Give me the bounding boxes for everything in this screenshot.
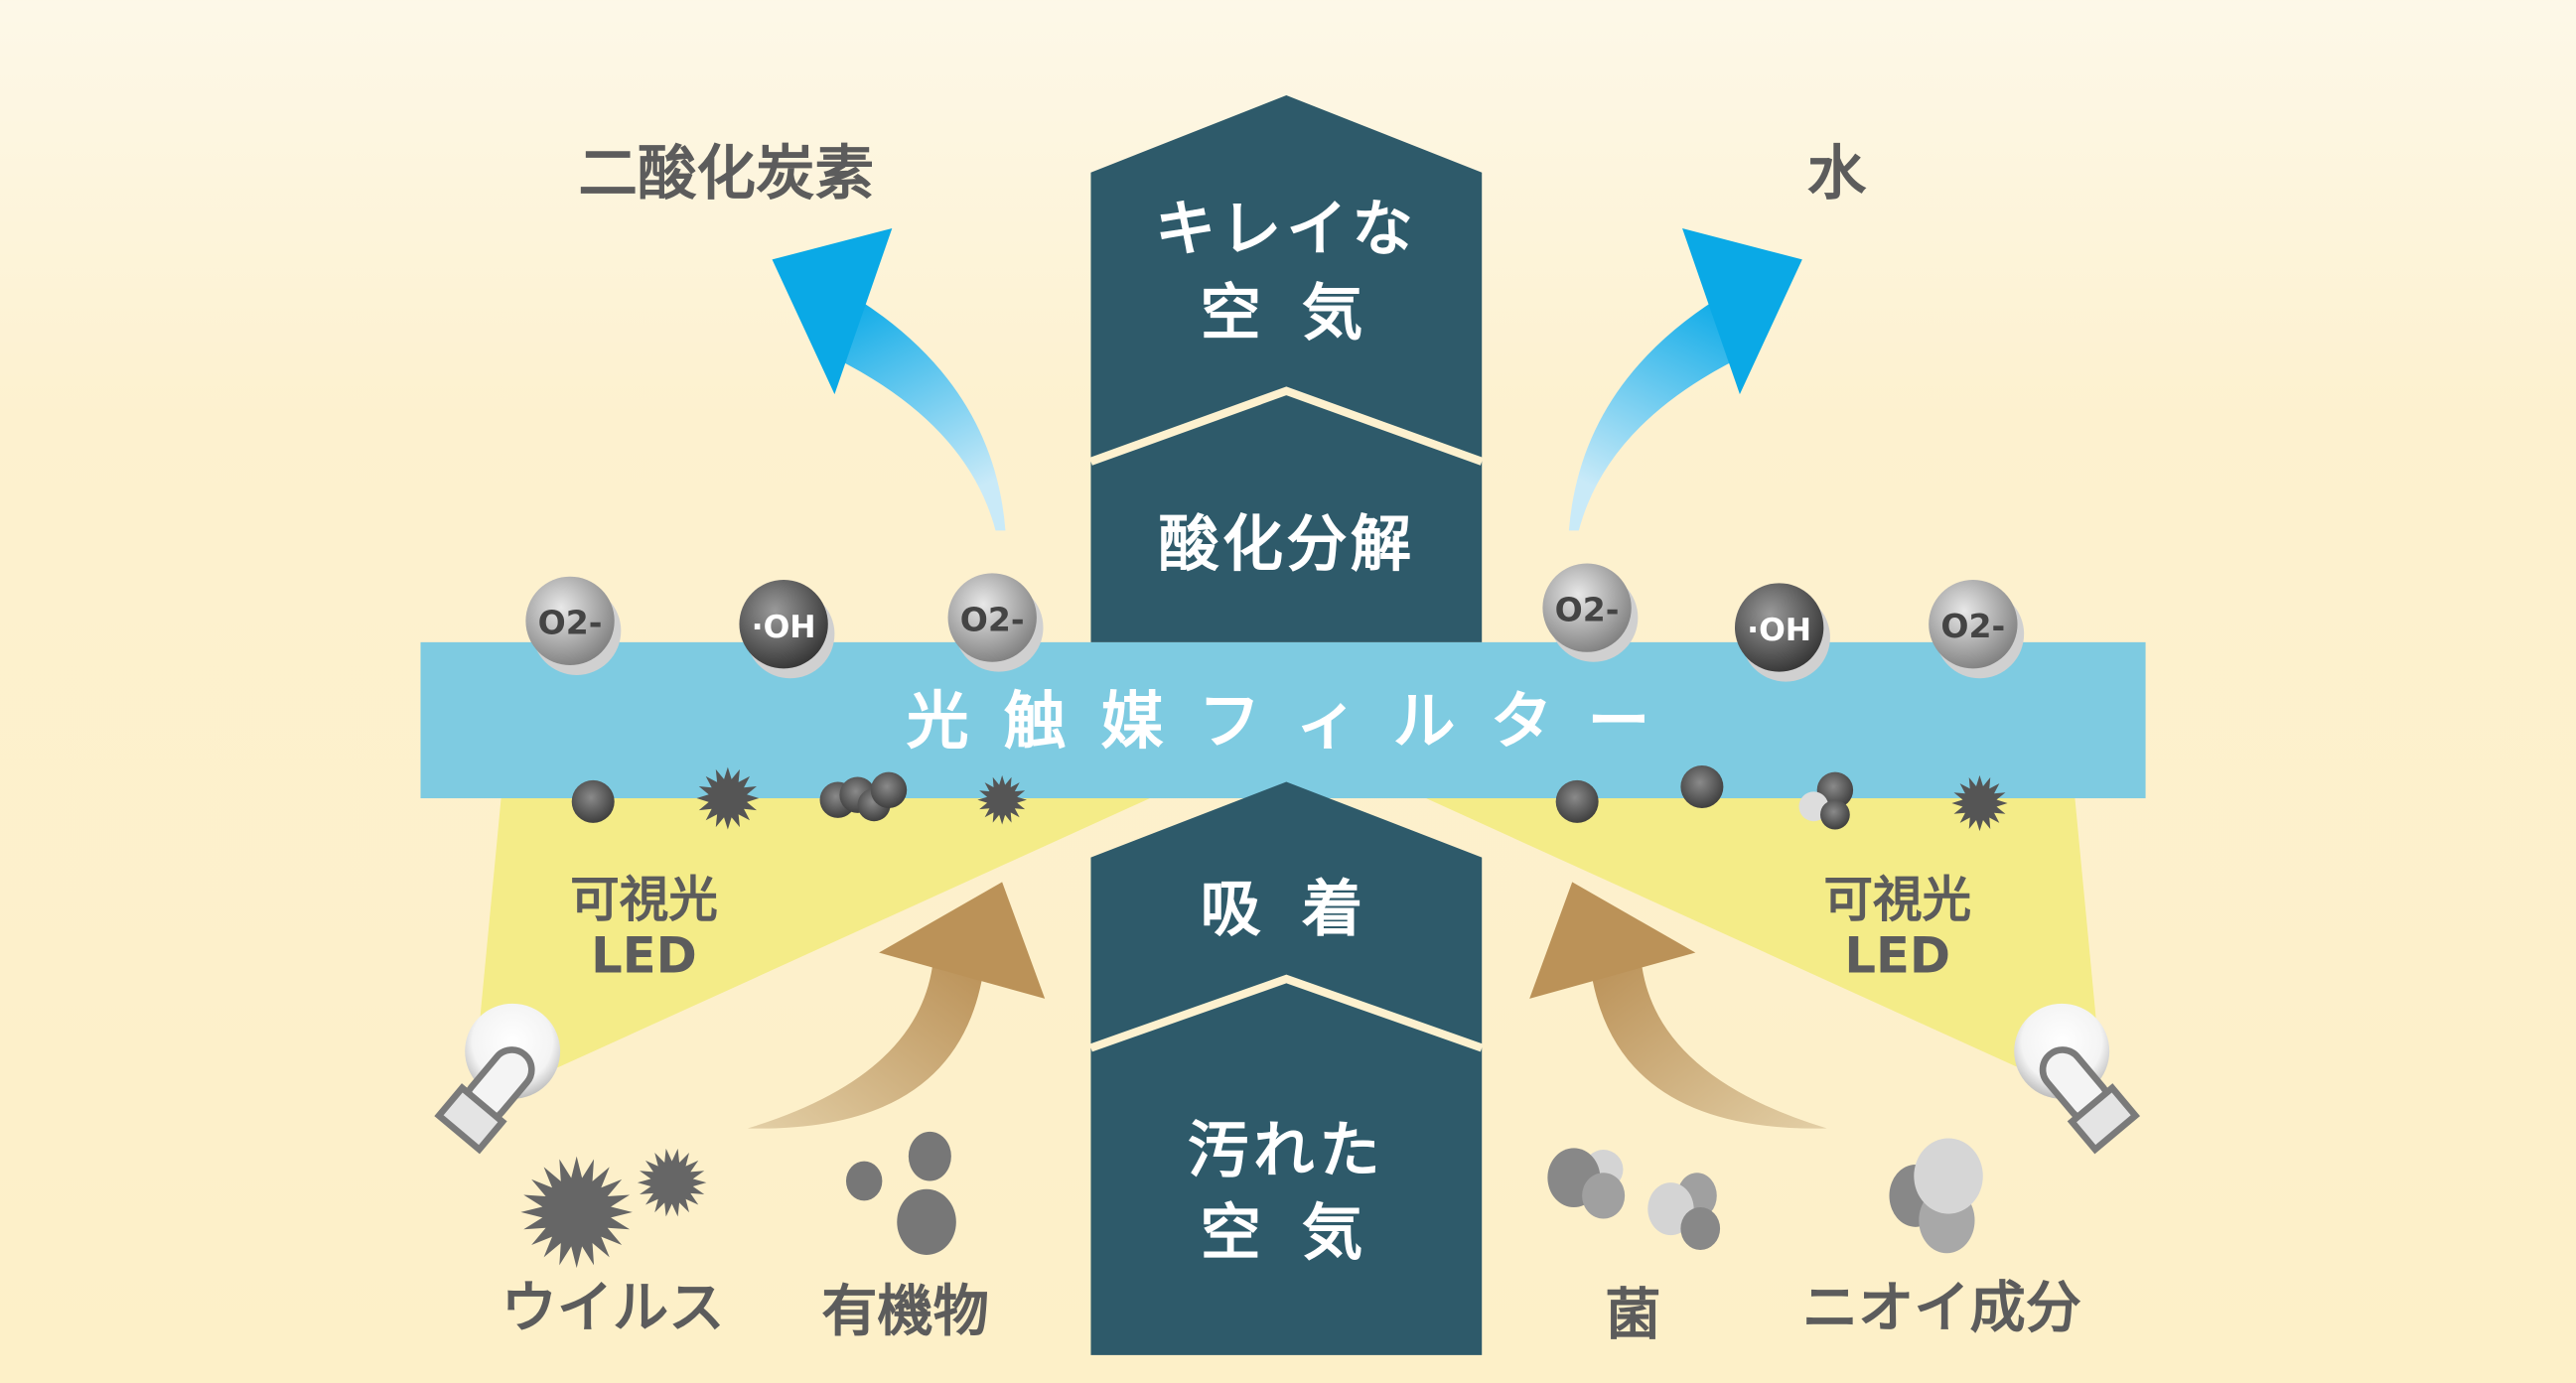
bacteria-label: 菌 [1605,1283,1660,1347]
adsorbed-particle [1680,764,1724,808]
led-beam-right [1425,798,2096,1071]
water-label: 水 [1807,140,1867,208]
clean-air-arrow-column [1090,94,1483,642]
adsorbed-virus [696,766,760,830]
molecule-o2-3: O2- [1542,563,1639,662]
svg-text:O2-: O2- [538,604,603,642]
intake-arrow-left [747,882,1046,1129]
water-output-arrow [1568,227,1802,531]
led-beam-left [480,798,1151,1071]
led-right-label-line2: LED [1844,926,1950,984]
virus-label: ウイルス [501,1277,725,1341]
co2-output-arrow [772,227,1006,531]
svg-text:O2-: O2- [960,600,1025,638]
oxidative-decomposition-label: 酸化分解 [1158,509,1414,580]
dirty-air-line1: 汚れた [1188,1116,1385,1186]
chevron-divider-bottom [1089,974,1484,1052]
adsorption-label: 吸 着 [1201,874,1373,944]
odor-component-icon [1889,1138,1983,1254]
molecule-o2-1: O2- [525,576,622,675]
virus-icon-large [520,1156,633,1269]
molecule-o2-4: O2- [1929,580,2025,679]
svg-text:·OH: ·OH [1747,613,1811,648]
adsorbed-virus-small [977,774,1027,825]
organic-matter-icon [845,1131,956,1255]
clean-air-line1: キレイな [1155,194,1418,264]
virus-icon-small [637,1148,707,1217]
dirty-air-arrow-column [1090,781,1483,1355]
led-left-label-line2: LED [591,926,697,984]
bacteria-icon [1547,1148,1721,1250]
adsorbed-virus [1951,774,2008,832]
led-lamp-right-icon [2014,1003,2141,1155]
dirty-air-line2: 空 気 [1201,1197,1373,1268]
intake-arrow-right [1529,882,1827,1129]
adsorbed-bacteria [1798,771,1854,830]
adsorbed-particle [1555,779,1599,823]
co2-label: 二酸化炭素 [578,140,874,208]
odor-component-label: ニオイ成分 [1802,1277,2081,1341]
molecule-o2-2: O2- [947,573,1044,672]
svg-text:O2-: O2- [1555,590,1620,628]
clean-air-line2: 空 気 [1201,278,1373,348]
adsorbed-particle [571,779,615,823]
chevron-divider-top [1089,386,1484,466]
organic-matter-label: 有機物 [821,1280,989,1344]
adsorbed-cluster [819,771,908,822]
filter-label: 光 触 媒 フ ィ ル タ ー [907,685,1656,758]
led-left-label-line1: 可視光 [570,871,718,928]
molecule-oh-1: ·OH [739,580,835,679]
photocatalyst-filter [420,641,2146,799]
led-lamp-left-icon [434,1003,561,1155]
svg-text:O2-: O2- [1940,607,2005,645]
molecule-oh-2: ·OH [1734,583,1830,682]
svg-text:·OH: ·OH [752,610,816,645]
led-right-label-line1: 可視光 [1823,871,1971,928]
